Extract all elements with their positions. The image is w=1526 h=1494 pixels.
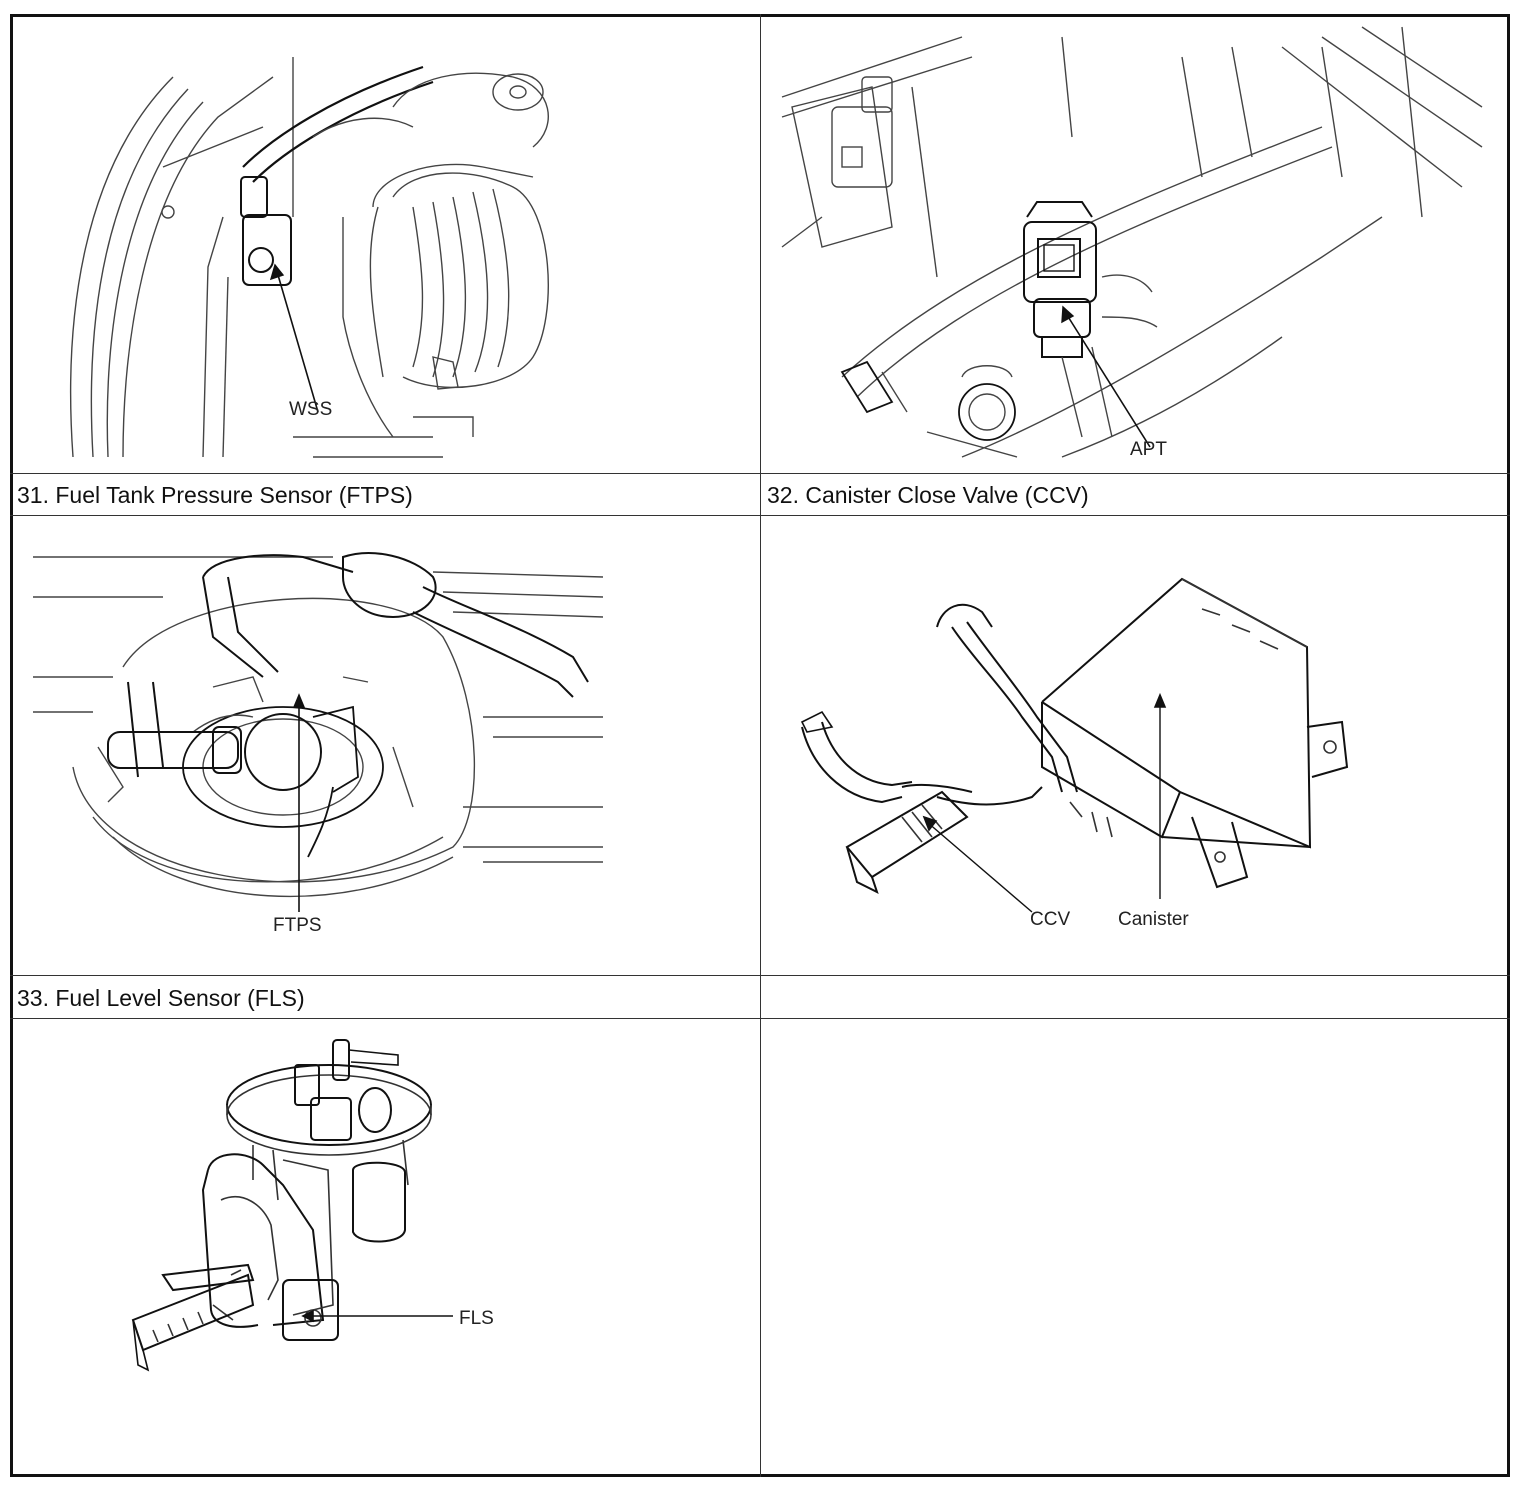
row-divider (10, 473, 1510, 474)
row-divider (10, 515, 1510, 516)
row-divider (10, 1018, 1510, 1019)
caption-fls: 33. Fuel Level Sensor (FLS) (17, 985, 305, 1011)
caption-ftps: 31. Fuel Tank Pressure Sensor (FTPS) (17, 482, 413, 508)
ftps-illustration: FTPS (13, 517, 759, 974)
row-divider (10, 975, 1510, 976)
ccv-canister-illustration: CCV Canister (762, 517, 1508, 974)
canister-label: Canister (1118, 909, 1189, 930)
ftps-label: FTPS (273, 915, 322, 936)
apt-illustration: APT (762, 17, 1508, 472)
ccv-label: CCV (1030, 909, 1070, 930)
fls-label: FLS (459, 1308, 494, 1329)
empty-cell (762, 1020, 1508, 1474)
wss-illustration: WSS (13, 17, 759, 472)
fls-illustration: FLS (13, 1020, 759, 1474)
wss-label: WSS (289, 399, 332, 420)
caption-ccv: 32. Canister Close Valve (CCV) (767, 482, 1089, 508)
apt-label: APT (1130, 439, 1167, 460)
column-divider (760, 14, 761, 1477)
